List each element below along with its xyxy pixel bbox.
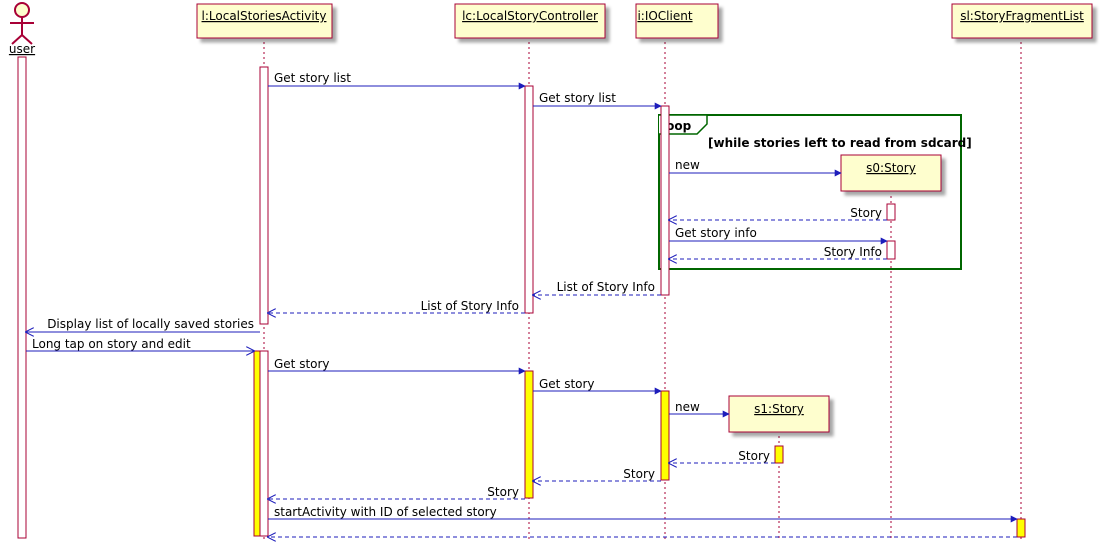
activation-controller-2 — [524, 370, 534, 499]
participant-ioclient: i:IOClient — [635, 3, 719, 39]
message-label-m2: Get story list — [539, 91, 616, 105]
message-label-m6: Story Info — [824, 245, 882, 259]
message-labels: Get story list Get story list new Story … — [32, 71, 882, 519]
messages — [26, 82, 1018, 537]
participant-controller: lc:LocalStoryController — [454, 3, 606, 39]
message-label-m8: List of Story Info — [421, 299, 519, 313]
actor-leg-left — [11, 34, 23, 45]
user-activation — [17, 56, 27, 539]
participant-fragment: sl:StoryFragmentList — [951, 3, 1093, 39]
object-label-s0: s0:Story — [866, 161, 916, 175]
message-label-m14: Story — [738, 449, 770, 463]
activation-s0-2 — [886, 240, 896, 260]
message-label-m11: Get story — [274, 357, 330, 371]
message-label-m7: List of Story Info — [557, 280, 655, 294]
message-label-m1: Get story list — [274, 71, 351, 85]
object-s0: s0:Story — [840, 154, 942, 192]
message-label-m9: Display list of locally saved stories — [47, 317, 254, 331]
actor-user — [10, 2, 34, 45]
activation-controller-1 — [524, 85, 534, 314]
actor-head — [14, 2, 30, 18]
participant-label-ioclient: i:IOClient — [637, 9, 692, 23]
loop-guard: [while stories left to read from sdcard] — [708, 136, 972, 150]
activation-fragment — [1016, 518, 1026, 538]
activation-s0-1 — [886, 203, 896, 221]
message-label-m13: new — [675, 400, 700, 414]
activation-ioclient-2 — [660, 390, 670, 481]
participant-label-fragment: sl:StoryFragmentList — [960, 9, 1084, 23]
activation-s1 — [774, 445, 784, 464]
activation-ioclient-1 — [660, 105, 670, 296]
activation-activity-1 — [259, 66, 269, 325]
activation-activity-3 — [259, 350, 269, 537]
participant-activity: l:LocalStoriesActivity — [196, 3, 333, 39]
participant-label-controller: lc:LocalStoryController — [462, 9, 598, 23]
participant-label-activity: l:LocalStoriesActivity — [202, 9, 327, 23]
message-label-m15: Story — [623, 467, 655, 481]
loop-fragment: loop [while stories left to read from sd… — [658, 114, 972, 270]
object-s1: s1:Story — [728, 395, 830, 433]
message-label-m12: Get story — [539, 377, 595, 391]
message-label-m16: Story — [487, 485, 519, 499]
actor-label: user — [9, 42, 35, 56]
object-label-s1: s1:Story — [754, 402, 804, 416]
message-label-m17: startActivity with ID of selected story — [274, 505, 497, 519]
actor-leg-right — [21, 34, 33, 45]
activations — [253, 66, 1026, 538]
message-label-m4: Story — [850, 206, 882, 220]
message-label-m3: new — [675, 158, 700, 172]
message-label-m10: Long tap on story and edit — [32, 337, 191, 351]
message-label-m5: Get story info — [675, 226, 757, 240]
